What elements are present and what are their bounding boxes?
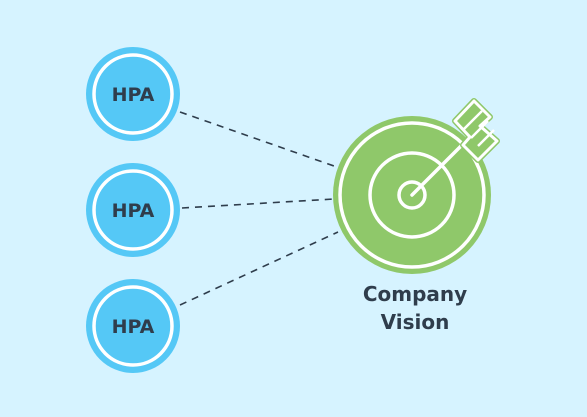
vision-label-line-2: Vision — [380, 310, 450, 334]
connector-1 — [179, 111, 335, 167]
hpa-node-2: HPA — [86, 163, 180, 257]
hpa-node-1: HPA — [86, 47, 180, 141]
connector-2 — [181, 198, 335, 209]
vision-label-line-1: Company — [362, 282, 468, 306]
hpa-label-2: HPA — [112, 200, 155, 222]
connector-3 — [179, 231, 339, 306]
hpa-label-1: HPA — [112, 84, 155, 106]
company-vision-label: Company Vision — [320, 280, 510, 336]
arrow-icon — [410, 98, 500, 197]
hpa-node-3: HPA — [86, 279, 180, 373]
hpa-label-3: HPA — [112, 316, 155, 338]
